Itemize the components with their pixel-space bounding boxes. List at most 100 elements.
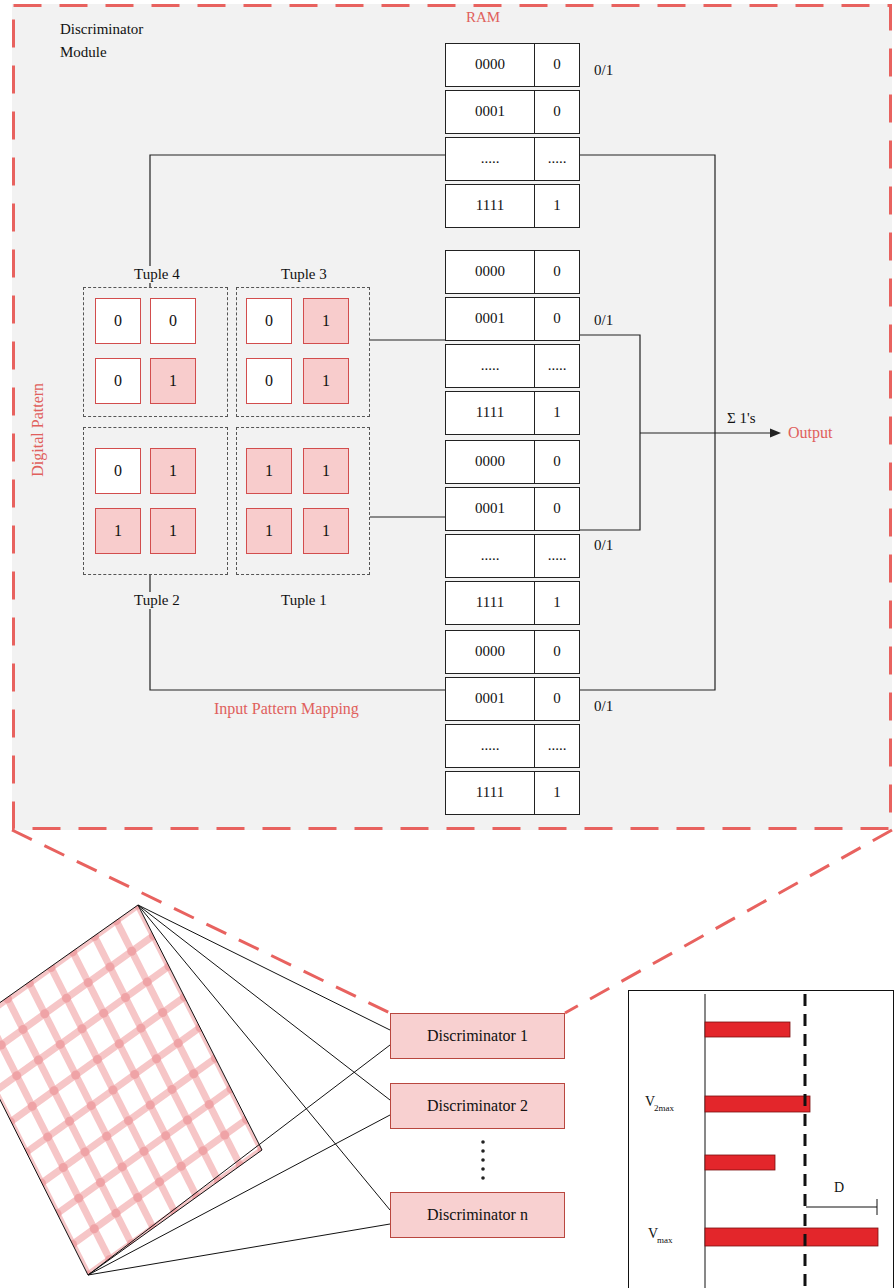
ram-value: 1 <box>553 404 561 421</box>
discriminator-label: Discriminator 1 <box>427 1027 528 1045</box>
ram-cell: 0001 <box>445 487 535 531</box>
bit-cell: 0 <box>95 358 141 404</box>
panel-ground <box>12 4 892 830</box>
lattice-knot <box>59 1163 68 1172</box>
sum-label: Σ 1's <box>727 410 756 427</box>
lattice-knot <box>6 1117 15 1126</box>
ram-address: ..... <box>481 150 500 167</box>
ram-cell: 0000 <box>445 440 535 484</box>
ram-cell: 1 <box>534 771 580 815</box>
lattice-knot <box>121 993 130 1002</box>
bit-value: 1 <box>114 522 122 540</box>
connector-wire <box>370 339 445 340</box>
lattice-line <box>55 1107 264 1257</box>
lattice-line <box>0 923 171 1073</box>
lattice-knot <box>71 1071 80 1080</box>
discriminator-label: Discriminator n <box>427 1206 528 1224</box>
lattice-line <box>82 912 231 1206</box>
lattice-knot <box>183 1116 192 1125</box>
tuple-group: Tuple 20111 <box>83 427 228 575</box>
ram-table: 0000000010..........11111 <box>445 43 580 228</box>
bit-cell: 1 <box>150 448 196 494</box>
bit-value: 0 <box>114 312 122 330</box>
bit-value: 1 <box>265 522 273 540</box>
lattice-knot <box>174 1039 183 1048</box>
lattice-knot <box>161 1131 170 1140</box>
ram-address: ..... <box>481 737 500 754</box>
lattice-knot <box>143 977 152 986</box>
lattice-line <box>60 927 209 1221</box>
bit-cell: 1 <box>303 298 349 344</box>
lattice-knot <box>19 1025 28 1034</box>
ram-value: 0 <box>553 310 561 327</box>
lattice-line <box>0 954 186 1104</box>
ram-address: 0001 <box>475 690 505 707</box>
ram-cell: 0 <box>534 297 580 341</box>
bit-value: 1 <box>169 372 177 390</box>
lattice-line <box>17 959 166 1253</box>
ram-value: 1 <box>553 784 561 801</box>
lattice-knot <box>28 1102 37 1111</box>
lattice-knot <box>189 1069 198 1078</box>
lattice-knot <box>0 1041 6 1050</box>
ram-cell: 1 <box>534 581 580 625</box>
ram-address: 0000 <box>475 56 505 73</box>
ram-cell: 0000 <box>445 43 535 87</box>
ram-cell: 0 <box>534 90 580 134</box>
lattice-knot <box>155 1177 164 1186</box>
ram-address: 1111 <box>476 784 504 801</box>
bit-cell: 1 <box>246 448 292 494</box>
fan-lines <box>88 905 390 1275</box>
output-label: Output <box>788 424 832 442</box>
lattice-knot <box>50 1086 59 1095</box>
module-panel: Discriminator ModuleTuple 40001Tuple 301… <box>12 4 892 830</box>
ram-cell: ..... <box>534 534 580 578</box>
bit-cell: 1 <box>246 508 292 554</box>
ellipsis-dots <box>481 1140 485 1180</box>
bit-value: 1 <box>322 372 330 390</box>
lattice-knot <box>74 1194 83 1203</box>
bit-cell: 1 <box>95 508 141 554</box>
discriminator-box: Discriminator 2 <box>390 1083 565 1129</box>
bit-value: 1 <box>322 312 330 330</box>
module-title: Discriminator Module <box>60 18 160 65</box>
connector-wire <box>370 516 445 517</box>
bit-value: 1 <box>169 522 177 540</box>
bit-cell: 0 <box>246 298 292 344</box>
discriminator-label: Discriminator 2 <box>427 1097 528 1115</box>
panel-dashed-border <box>14 6 891 829</box>
ram-cell: 0001 <box>445 297 535 341</box>
tuple-group: Tuple 30101 <box>236 287 370 417</box>
bit-value: 1 <box>265 462 273 480</box>
mapping-label: Input Pattern Mapping <box>214 700 359 718</box>
ram-address: 1111 <box>476 594 504 611</box>
lattice-knot <box>99 1009 108 1018</box>
ram-output: 0/1 <box>594 537 613 554</box>
lattice-knot <box>78 1024 87 1033</box>
ram-output: 0/1 <box>594 312 613 329</box>
lattice-knot <box>102 1132 111 1141</box>
value-symbol: V <box>645 1094 655 1109</box>
ram-cell: 1 <box>534 391 580 435</box>
lattice-knot <box>130 1070 139 1079</box>
tuple-group: Tuple 11111 <box>236 427 370 575</box>
ram-value: ..... <box>548 357 567 374</box>
bit-cell: 0 <box>150 298 196 344</box>
arrow-head <box>770 429 781 438</box>
lattice-knot <box>12 1071 21 1080</box>
lattice-knot <box>56 1040 65 1049</box>
bit-value: 0 <box>114 462 122 480</box>
pattern-image-border <box>0 905 262 1275</box>
ram-address: 1111 <box>476 197 504 214</box>
ram-output-wire <box>580 335 640 530</box>
ram-cell: 1111 <box>445 184 535 228</box>
ram-cell: 0 <box>534 250 580 294</box>
ram-output: 0/1 <box>594 698 613 715</box>
ram-value: ..... <box>548 737 567 754</box>
ram-cell: 0 <box>534 43 580 87</box>
margin-label: D <box>834 1180 844 1195</box>
ram-address: 0000 <box>475 643 505 660</box>
bit-value: 1 <box>169 462 177 480</box>
bit-cell: 1 <box>303 358 349 404</box>
